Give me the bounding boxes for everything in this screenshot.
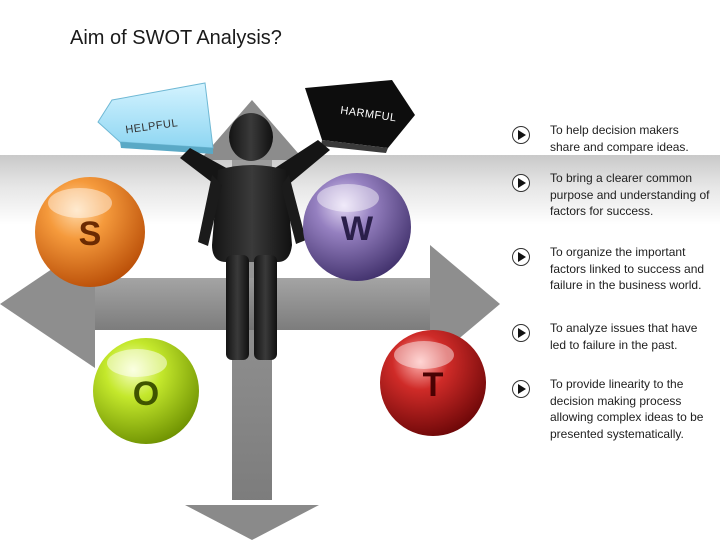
harmful-sign: HARMFUL <box>305 80 415 153</box>
person-figure-icon <box>180 113 330 360</box>
threats-ball: T <box>380 330 486 436</box>
page-title: Aim of SWOT Analysis? <box>70 27 282 49</box>
helpful-sign: HELPFUL <box>97 82 214 154</box>
play-circle-icon <box>512 126 530 144</box>
aim-text: To analyze issues that have led to failu… <box>550 321 698 352</box>
strengths-letter: S <box>79 215 102 253</box>
strengths-ball: S <box>35 177 145 287</box>
weaknesses-ball: W <box>303 173 411 281</box>
play-circle-icon <box>512 324 530 342</box>
weaknesses-letter: W <box>341 210 374 248</box>
aim-text: To help decision makers share and compar… <box>550 123 689 154</box>
swot-diagram: HELPFUL HARMFUL S W O <box>0 80 500 540</box>
aim-text: To provide linearity to the decision mak… <box>550 377 704 441</box>
play-circle-icon <box>512 248 530 266</box>
threats-letter: T <box>423 366 444 404</box>
aim-text: To organize the important factors linked… <box>550 245 705 292</box>
play-circle-icon <box>512 380 530 398</box>
opportunities-ball: O <box>93 338 199 444</box>
play-circle-icon <box>512 174 530 192</box>
arrow-down-icon <box>185 505 319 540</box>
opportunities-letter: O <box>133 375 159 413</box>
aim-text: To bring a clearer common purpose and un… <box>550 171 710 218</box>
